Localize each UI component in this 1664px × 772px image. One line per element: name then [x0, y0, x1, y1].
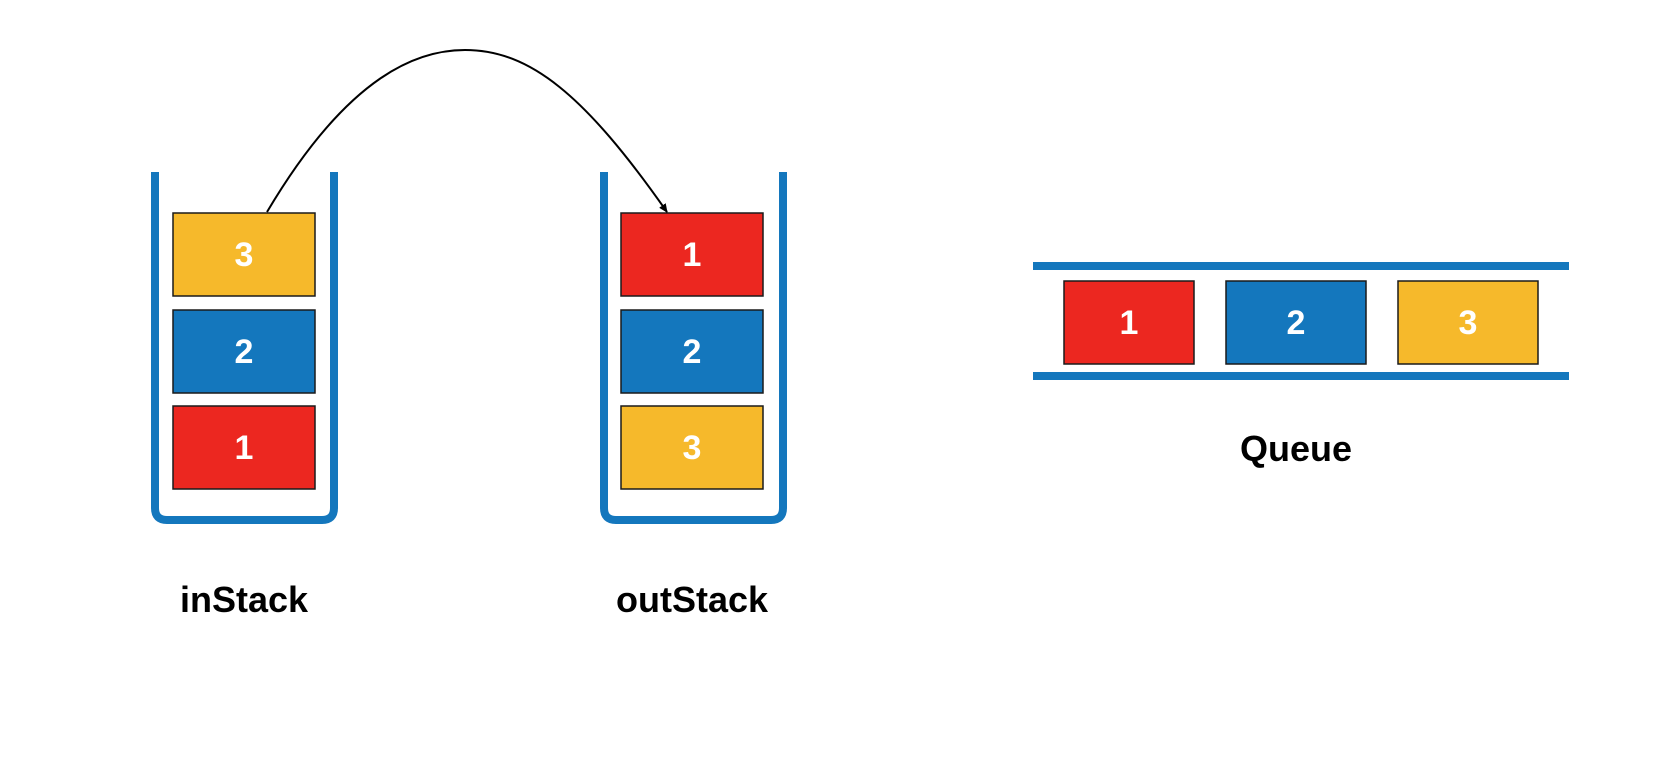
out-stack-block-2-label: 2 — [683, 333, 702, 371]
out-stack: 1 2 3 outStack — [600, 172, 787, 620]
out-stack-block-3: 3 — [620, 405, 764, 490]
in-stack-block-2-rect — [172, 309, 316, 394]
queue-block-2: 2 — [1225, 280, 1367, 365]
queue-block-3-rect — [1397, 280, 1539, 365]
in-stack-block-1-label: 3 — [235, 236, 254, 274]
in-stack-label: inStack — [180, 579, 309, 620]
out-stack-block-3-rect — [620, 405, 764, 490]
queue-block-1-rect — [1063, 280, 1195, 365]
out-stack-block-2-rect — [620, 309, 764, 394]
queue: 1 2 3 Queue — [1033, 262, 1569, 469]
queue-bottom-rail — [1033, 372, 1569, 380]
in-stack-block-1-rect — [172, 212, 316, 297]
out-stack-container — [600, 172, 787, 524]
out-stack-block-3-label: 3 — [683, 429, 702, 467]
out-stack-block-1: 1 — [620, 212, 764, 297]
out-stack-block-1-label: 1 — [683, 236, 702, 274]
in-stack: 3 2 1 inStack — [151, 172, 338, 620]
queue-block-3-label: 3 — [1459, 304, 1478, 342]
queue-block-1-label: 1 — [1120, 304, 1139, 342]
in-stack-block-1: 3 — [172, 212, 316, 297]
out-stack-block-2: 2 — [620, 309, 764, 394]
out-stack-block-1-rect — [620, 212, 764, 297]
queue-block-3: 3 — [1397, 280, 1539, 365]
in-stack-block-2: 2 — [172, 309, 316, 394]
queue-block-1: 1 — [1063, 280, 1195, 365]
queue-block-2-rect — [1225, 280, 1367, 365]
in-stack-block-3-label: 1 — [235, 429, 254, 467]
out-stack-label: outStack — [616, 579, 769, 620]
queue-label: Queue — [1240, 428, 1352, 469]
in-stack-container — [151, 172, 338, 524]
queue-top-rail — [1033, 262, 1569, 270]
in-stack-block-3: 1 — [172, 405, 316, 490]
in-stack-block-2-label: 2 — [235, 333, 254, 371]
transfer-arrow — [266, 48, 668, 213]
queue-block-2-label: 2 — [1287, 304, 1306, 342]
in-stack-block-3-rect — [172, 405, 316, 490]
